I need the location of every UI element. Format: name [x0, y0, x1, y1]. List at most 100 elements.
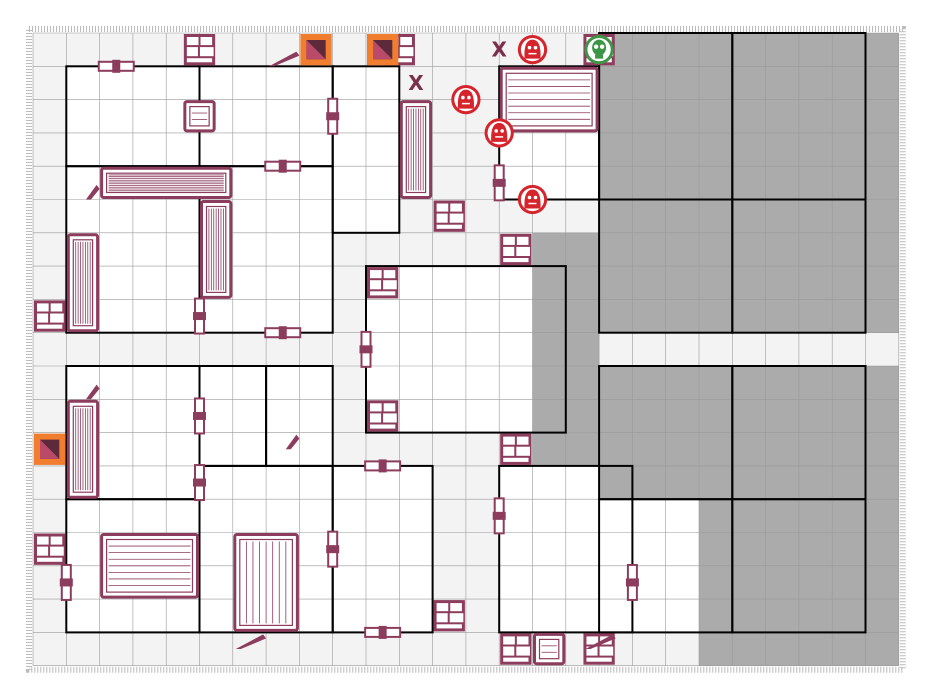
monster-eye [494, 129, 499, 133]
stairs-icon[interactable] [34, 433, 66, 465]
stairs-icon[interactable] [300, 34, 332, 66]
torture-table-icon[interactable] [499, 66, 599, 133]
rubble-block-icon [433, 200, 465, 232]
trap-icon[interactable] [585, 634, 616, 650]
door-icon[interactable] [264, 159, 302, 173]
door-icon[interactable] [364, 459, 402, 473]
trap-shape [285, 434, 300, 450]
rubble-stone [386, 58, 412, 63]
stairs-steps [373, 40, 393, 60]
skull-eye [593, 44, 599, 49]
trap-icon[interactable] [85, 184, 100, 200]
rubble-stone [50, 546, 64, 556]
rubble-stone [200, 37, 213, 46]
rubble-stone [370, 291, 396, 296]
door-hinge [625, 578, 639, 587]
door-icon[interactable] [59, 563, 73, 601]
rubble-stone [503, 236, 515, 245]
door-icon[interactable] [364, 625, 402, 639]
rubble-stone [37, 557, 63, 562]
room-wall [731, 498, 867, 634]
rubble-stone [370, 403, 382, 412]
rubble-stone [586, 646, 598, 656]
skull-icon[interactable] [584, 35, 614, 65]
stairs-icon[interactable] [367, 34, 399, 66]
throne-icon[interactable] [533, 632, 566, 666]
bookshelf-icon[interactable] [66, 399, 100, 499]
rubble-block-icon [367, 267, 399, 299]
orc-icon[interactable] [451, 84, 481, 115]
rubble-stone [37, 546, 49, 556]
alchemist-table-icon[interactable] [100, 533, 199, 599]
rubble-stone [503, 457, 529, 462]
furniture-inlay [105, 538, 194, 593]
rubble-stone [503, 657, 529, 662]
door-icon[interactable] [492, 497, 506, 535]
monster-head [457, 89, 474, 109]
rubble-stone [383, 403, 396, 412]
monster-eye [500, 129, 505, 133]
monster-eye [533, 45, 538, 50]
orc-icon[interactable] [517, 35, 548, 65]
furniture-inlay [538, 638, 560, 660]
rubble-stone [37, 536, 49, 545]
monster-eye [527, 45, 532, 50]
door-hinge [378, 459, 387, 473]
door-hinge [278, 326, 287, 340]
furniture-inlay [72, 405, 94, 493]
rubble-stone [436, 213, 448, 223]
trap-icon[interactable] [85, 384, 100, 400]
weapon-rack-icon[interactable] [399, 100, 433, 199]
monster-head [491, 122, 508, 142]
room-wall [731, 198, 867, 334]
doors [59, 59, 639, 639]
rubble-block-icon [183, 34, 216, 66]
door-icon[interactable] [193, 397, 206, 435]
rubble-stone [586, 636, 599, 645]
goblin-icon[interactable] [517, 184, 548, 215]
rubble-stone [399, 47, 414, 57]
monster-eye [461, 95, 465, 100]
table-icon[interactable] [233, 533, 299, 632]
stairs-steps [306, 40, 326, 60]
door-hinge [359, 345, 373, 354]
monster-eye [533, 195, 538, 200]
trap-shape [235, 634, 267, 650]
door-icon[interactable] [359, 330, 373, 368]
furniture [66, 51, 616, 666]
sofa-icon[interactable] [200, 200, 233, 299]
door-hinge [193, 411, 206, 420]
rubble-stone [383, 413, 397, 423]
rubble-block-icon [34, 533, 66, 565]
rubble-block-icon [367, 400, 399, 432]
orc-icon[interactable] [484, 118, 514, 148]
door-icon[interactable] [264, 326, 302, 340]
door-icon[interactable] [492, 164, 506, 202]
furniture-inlay [505, 72, 593, 127]
door-icon[interactable] [97, 59, 135, 73]
trap-icon[interactable] [235, 634, 267, 650]
monster-head [524, 189, 541, 209]
monster-eye [527, 195, 532, 200]
door-icon[interactable] [326, 530, 340, 568]
rubble-stone [436, 603, 449, 612]
door-hinge [193, 312, 206, 321]
rubble-stone [450, 203, 462, 212]
furniture-inlay [189, 105, 210, 127]
door-icon[interactable] [326, 97, 340, 135]
skull-eye [599, 44, 605, 49]
stairs-steps [40, 439, 60, 459]
door-hinge [326, 545, 340, 554]
chest-icon[interactable] [183, 100, 216, 133]
rack-icon[interactable] [66, 233, 100, 333]
door-icon[interactable] [193, 464, 206, 502]
trap-icon[interactable] [285, 434, 300, 450]
furniture-body [183, 100, 216, 133]
door-icon[interactable] [193, 297, 206, 335]
trap-icon[interactable] [269, 51, 300, 67]
tomb-icon[interactable] [100, 166, 233, 199]
door-hinge [492, 178, 506, 187]
door-icon[interactable] [625, 563, 639, 601]
furniture-body [100, 166, 233, 199]
